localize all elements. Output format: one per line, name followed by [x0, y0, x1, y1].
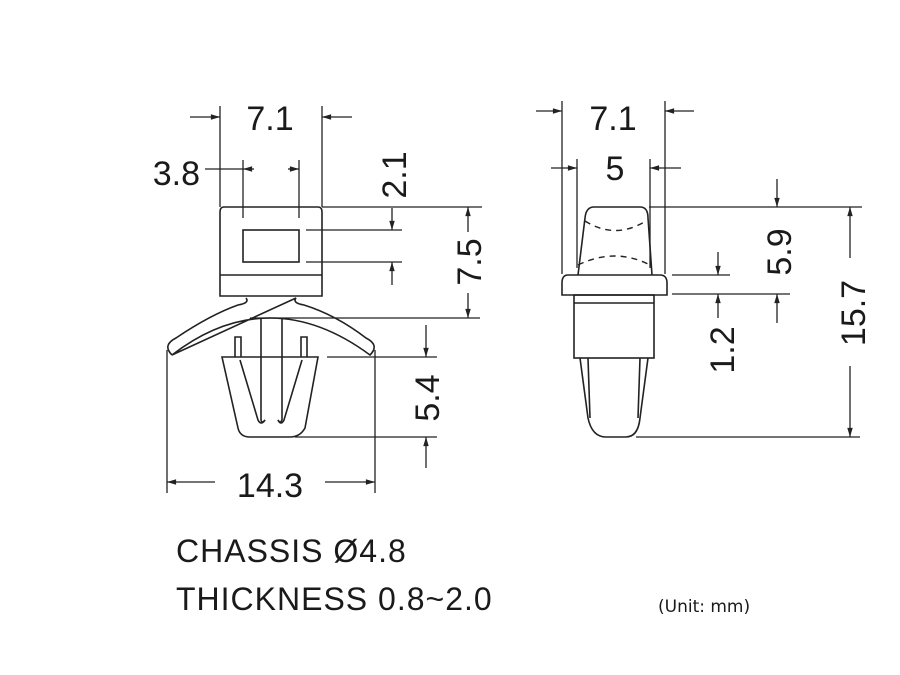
note-unit: (Unit: mm) — [658, 597, 750, 617]
note-thickness: THICKNESS 0.8~2.0 — [176, 581, 493, 617]
dim-side-flange-width: 7.1 — [589, 100, 636, 138]
front-view-part — [167, 206, 375, 438]
dim-slot-height: 2.1 — [376, 151, 414, 198]
dim-flange-thickness: 1.2 — [704, 326, 742, 373]
dim-slot-width: 3.8 — [153, 155, 200, 193]
dim-side-head-width: 5 — [606, 150, 625, 188]
front-view-dimensions: 7.1 3.8 2.1 7.5 5.4 14.3 — [153, 100, 489, 505]
dim-base-width: 14.3 — [237, 467, 303, 505]
side-view-dimensions: 7.1 5 15.7 5.9 1.2 — [536, 100, 873, 438]
note-chassis: CHASSIS Ø4.8 — [176, 533, 407, 569]
dim-leg-height: 5.4 — [409, 374, 447, 421]
side-view-part — [561, 206, 668, 438]
dim-side-head-height: 5.9 — [761, 228, 799, 275]
dim-total-height: 15.7 — [835, 280, 873, 346]
dim-front-width-top: 7.1 — [246, 100, 293, 138]
dim-head-height: 7.5 — [451, 238, 489, 285]
